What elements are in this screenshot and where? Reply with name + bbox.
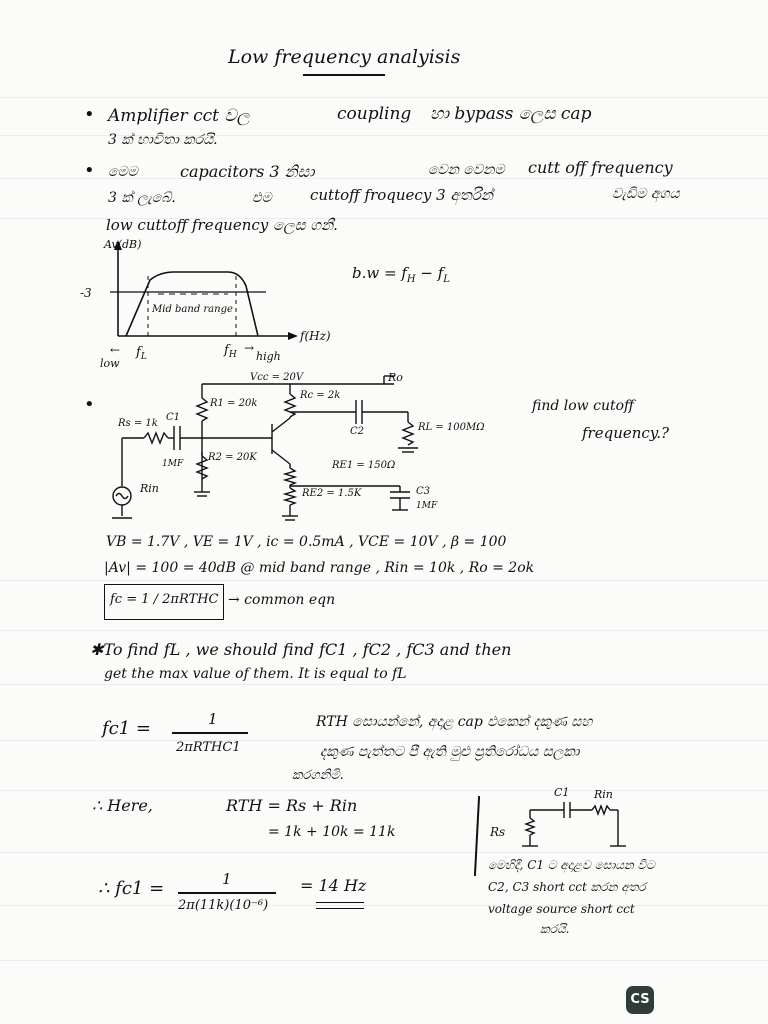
side-note2: C2, C3 short cct කරන අතර — [488, 880, 646, 894]
rl-resistor — [401, 421, 415, 446]
c1-equivalent-sketch: C1 Rin Rs — [489, 786, 626, 847]
graph-midband: Mid band range — [151, 304, 233, 315]
x-axis-arrow — [288, 332, 298, 340]
label-ro: Ro — [387, 371, 403, 384]
label-r1: R1 = 20k — [209, 398, 257, 409]
given-line1: VB = 1.7V , VE = 1V , ic = 0.5mA , VCE =… — [106, 534, 507, 550]
graph-ylabel: Av(dB) — [103, 238, 141, 251]
common-equation: → common eqn — [228, 592, 336, 608]
graph-xlabel: f(Hz) — [299, 329, 331, 343]
bullet2-line1d: cutt off frequency — [528, 158, 673, 177]
fc1-note1: RTH සොයන්නේ, අදාළ cap එකෙන් දකුණ සහ — [316, 714, 593, 730]
label-rin: Rin — [139, 482, 159, 495]
label-re1: RE1 = 150Ω — [331, 460, 395, 471]
method-line2: get the max value of them. It is equal t… — [104, 666, 407, 682]
fc-formula: fc = 1 / 2πRTHC — [110, 592, 219, 607]
fc1-result-denominator: 2π(11k)(10⁻⁶) — [178, 898, 269, 913]
r2-resistor — [195, 455, 209, 480]
y-axis-arrow — [114, 240, 122, 250]
graph-fh: fH — [223, 343, 237, 360]
re2-resistor — [282, 487, 298, 506]
fc1-result-value: = 14 Hz — [300, 876, 367, 895]
bullet1-line1a: Amplifier cct වල — [108, 106, 250, 126]
re1-resistor — [282, 467, 298, 486]
label-rs: Rs = 1k — [117, 418, 158, 429]
label-rc: Rc = 2k — [299, 390, 340, 401]
fc1-result-fraction-bar — [178, 892, 276, 894]
method-line1: ✱To find fL , we should find fC1 , fC2 ,… — [90, 640, 512, 659]
bullet2-line2d: වැඩිම අගය — [612, 186, 680, 202]
rth-equation: RTH = Rs + Rin — [226, 796, 358, 815]
sketch-c1: C1 — [554, 786, 569, 799]
question-line2: frequency.? — [582, 424, 670, 442]
frequency-response-graph: Av(dB) -3 Mid band range f(Hz) ← fL fH →… — [80, 238, 331, 368]
fc1-result-label: ∴ fc1 = — [98, 878, 165, 899]
bullet-dot: • — [84, 394, 95, 415]
response-curve — [125, 271, 259, 337]
label-c3: C3 — [416, 486, 430, 497]
label-c1: C1 — [166, 412, 180, 423]
label-c3val: 1MF — [416, 501, 438, 511]
bullet2-line1b: capacitors 3 නිසා — [180, 162, 315, 181]
rth-value: = 1k + 10k = 11k — [268, 824, 396, 840]
here-label: ∴ Here, — [92, 796, 153, 815]
graph-low: low — [100, 357, 120, 368]
r1-resistor — [195, 397, 209, 422]
fc-formula-box — [104, 584, 224, 620]
bullet2-line2a: 3 ක් ලැබේ. — [108, 190, 176, 206]
given-line2: |Av| = 100 = 40dB @ mid band range , Rin… — [104, 560, 535, 576]
rs-resistor — [143, 431, 169, 445]
label-c2: C2 — [350, 426, 364, 437]
label-re2: RE2 = 1.5K — [301, 488, 362, 499]
amplifier-circuit: Vcc = 20V R1 = 20k Rc = 2k Ro C2 RL = 10… — [112, 371, 485, 521]
question-line1: find low cutoff — [532, 398, 634, 414]
bullet-dot: • — [84, 104, 95, 125]
camscanner-logo: CS — [626, 986, 654, 1014]
side-note3: voltage source short cct — [488, 902, 635, 916]
bullet1-line1c: හා bypass ලෙස cap — [430, 104, 592, 124]
side-divider — [473, 796, 480, 876]
rc-resistor — [283, 393, 297, 418]
bullet2-line3: low cuttoff frequency ලෙස ගනී. — [106, 216, 338, 234]
bandwidth-equation: b.w = fH − fL — [352, 264, 450, 285]
label-c1val: 1MF — [162, 459, 184, 469]
fc1-label: fc1 = — [102, 718, 151, 739]
bullet2-line1a: මෙම — [108, 164, 138, 180]
bullet2-line2c: cuttoff froquecy 3 අතරින් — [310, 186, 494, 204]
fc1-fraction-bar — [172, 732, 248, 734]
bullet1-line2: 3 ක් භාවිතා කරයි. — [108, 132, 218, 148]
side-note1: මෙහිදී, C1 ට අදාළව සොයන විට — [488, 858, 655, 872]
fc1-result-numerator: 1 — [222, 870, 232, 888]
result-double-underline — [316, 902, 364, 909]
fc1-note2: දකුණ පැත්තට පී ඇති මුළු ප්‍රතිරෝධය සලකා — [320, 744, 580, 760]
bullet2-line2b: එම — [252, 190, 272, 206]
graph-fl: fL — [135, 345, 147, 362]
fc1-denominator: 2πRTHC1 — [176, 740, 241, 755]
graph-fl-arrow: ← — [110, 343, 120, 357]
sketch-rin: Rin — [593, 788, 613, 801]
bullet1-line1b: coupling — [337, 104, 412, 124]
side-note4: කරයි. — [540, 922, 570, 936]
bullet-dot: • — [84, 160, 95, 181]
graph-high: high — [256, 350, 281, 363]
graph-fh-arrow: → — [244, 341, 254, 355]
page-title: Low frequency analyisis — [228, 46, 461, 68]
graph-minus3: -3 — [80, 286, 92, 300]
label-r2: R2 = 20K — [207, 452, 257, 463]
title-underline — [303, 74, 385, 76]
bullet2-line1c: වෙන වෙනම — [428, 162, 505, 178]
sketch-rs: Rs — [489, 825, 505, 839]
label-vcc: Vcc = 20V — [250, 372, 305, 383]
label-rl: RL = 100MΩ — [417, 422, 485, 433]
fc1-note3: කරගනිමි. — [292, 768, 344, 783]
fc1-numerator: 1 — [208, 710, 218, 728]
